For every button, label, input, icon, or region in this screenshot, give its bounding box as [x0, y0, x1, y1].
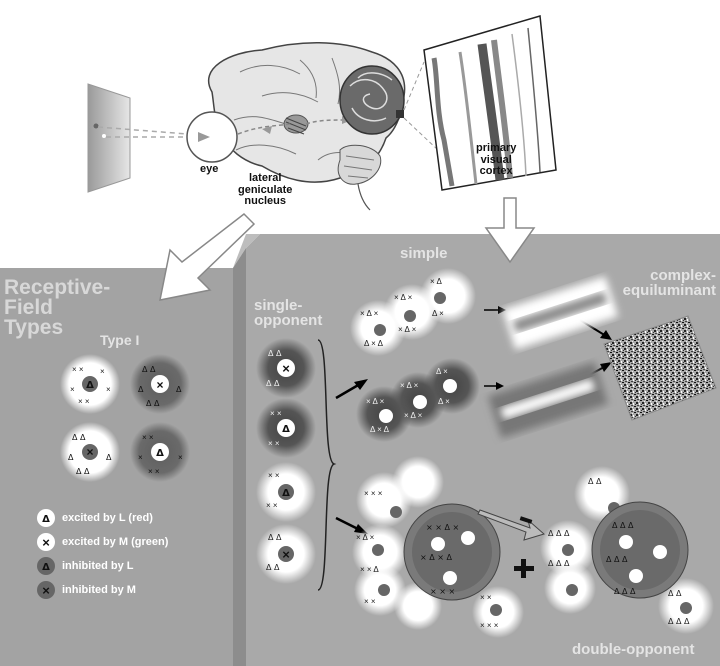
plus-sign	[514, 559, 534, 578]
legend-item-excited-l: excited by L (red)	[62, 512, 153, 524]
rf-title: Receptive- Field Types	[4, 276, 111, 339]
svg-text:× × Δ ×: × × Δ ×	[426, 523, 459, 532]
svg-text:Δ Δ: Δ Δ	[588, 477, 602, 486]
grating-bars	[487, 276, 619, 439]
svg-text:Δ Δ: Δ Δ	[72, 433, 86, 442]
cortex-zoom	[403, 15, 557, 191]
simple-cells-upper: × Δ × × Δ × × Δ Δ × Δ × Δ × Δ ×	[350, 268, 476, 356]
svg-text:Δ Δ: Δ Δ	[76, 467, 90, 476]
svg-text:Δ: Δ	[282, 424, 290, 435]
stimulus-screen	[87, 83, 201, 193]
svg-text:Δ: Δ	[86, 380, 94, 391]
svg-text:× Δ ×: × Δ ×	[360, 309, 379, 318]
legend-item-inhibited-m: inhibited by M	[62, 584, 136, 596]
svg-text:× Δ ×: × Δ ×	[404, 411, 423, 420]
svg-text:×: ×	[282, 361, 290, 376]
svg-text:Δ: Δ	[68, 453, 74, 462]
svg-text:× × ×: × × ×	[364, 489, 383, 498]
svg-text:Δ ×: Δ ×	[438, 397, 450, 406]
svg-text:× × ×: × × ×	[480, 621, 499, 630]
svg-text:× ×: × ×	[142, 433, 154, 442]
legend-item-inhibited-l: inhibited by L	[62, 560, 134, 572]
svg-text:Δ Δ Δ: Δ Δ Δ	[606, 555, 628, 564]
svg-text:× Δ ×: × Δ ×	[356, 533, 375, 542]
svg-text:×: ×	[282, 547, 290, 562]
svg-text:×: ×	[86, 445, 93, 459]
svg-text:Δ Δ: Δ Δ	[268, 533, 282, 542]
svg-text:Δ: Δ	[42, 562, 50, 573]
svg-text:× ×: × ×	[266, 501, 278, 510]
double-opponent-cells-right: Δ Δ Δ Δ Δ Δ Δ Δ Δ Δ Δ Δ Δ Δ Δ Δ Δ Δ Δ Δ …	[540, 466, 714, 634]
svg-text:× × Δ: × × Δ	[360, 565, 379, 574]
svg-text:×: ×	[178, 453, 183, 462]
svg-text:Δ: Δ	[42, 514, 50, 525]
v1-label: primary visual cortex	[476, 142, 517, 178]
svg-text:× Δ ×: × Δ ×	[400, 381, 419, 390]
svg-text:Δ Δ Δ: Δ Δ Δ	[614, 587, 636, 596]
complex-label: complex- equiluminant	[622, 267, 716, 299]
legend-item-excited-m: excited by M (green)	[62, 536, 169, 548]
lgn-label: lateral geniculate nucleus	[238, 172, 293, 208]
svg-text:×: ×	[156, 378, 163, 392]
svg-text:× ×: × ×	[480, 593, 492, 602]
svg-text:Δ ×: Δ ×	[436, 367, 448, 376]
eye-label: eye	[200, 163, 219, 175]
svg-text:Δ: Δ	[176, 385, 182, 394]
svg-text:Δ Δ: Δ Δ	[146, 399, 160, 408]
arrow-lgn-to-panel	[159, 213, 256, 301]
svg-text:Δ: Δ	[138, 385, 144, 394]
svg-text:× Δ ×: × Δ ×	[394, 293, 413, 302]
legend-symbols: Δ × Δ ×	[37, 509, 55, 599]
svg-text:Δ × Δ: Δ × Δ	[364, 339, 384, 348]
simple-label: simple	[400, 245, 448, 262]
svg-text:× Δ ×: × Δ ×	[366, 397, 385, 406]
svg-text:× Δ × Δ: × Δ × Δ	[420, 553, 453, 562]
svg-text:× ×: × ×	[270, 409, 282, 418]
svg-text:×: ×	[42, 535, 50, 550]
svg-text:× ×: × ×	[364, 597, 376, 606]
double-opponent-cells-left: × × × × Δ × × × Δ × × × × × × × × × Δ × …	[352, 456, 524, 638]
svg-text:Δ: Δ	[156, 448, 164, 459]
svg-text:× ×: × ×	[268, 471, 280, 480]
simple-cells-lower: × Δ × × Δ × Δ × Δ × Δ × Δ × Δ ×	[356, 358, 480, 442]
svg-text:Δ ×: Δ ×	[432, 309, 444, 318]
type1-label: Type I	[100, 332, 140, 348]
svg-text:Δ Δ: Δ Δ	[142, 365, 156, 374]
svg-text:Δ: Δ	[282, 488, 290, 499]
svg-text:×: ×	[138, 453, 143, 462]
svg-text:Δ Δ: Δ Δ	[668, 589, 682, 598]
svg-text:Δ Δ: Δ Δ	[266, 379, 280, 388]
svg-text:Δ Δ Δ: Δ Δ Δ	[612, 521, 634, 530]
single-opponent-label: single- opponent	[254, 297, 323, 329]
svg-text:Δ: Δ	[106, 453, 112, 462]
svg-text:×: ×	[42, 583, 50, 598]
single-opponent-cells: × Δ Δ Δ Δ Δ × × × × Δ × × × × × Δ Δ Δ Δ	[256, 338, 337, 591]
svg-text:× ×: × ×	[72, 365, 84, 374]
brain-illustration	[208, 41, 406, 211]
arrow-cortex-to-panel	[484, 197, 536, 264]
visual-cortex-region	[339, 65, 405, 135]
svg-text:×: ×	[70, 385, 75, 394]
svg-text:Δ Δ: Δ Δ	[268, 349, 282, 358]
double-opponent-label: double-opponent	[572, 641, 695, 658]
svg-text:Δ Δ Δ: Δ Δ Δ	[548, 559, 570, 568]
svg-text:× Δ ×: × Δ ×	[398, 325, 417, 334]
svg-text:Δ × Δ: Δ × Δ	[370, 425, 390, 434]
eye-illustration	[186, 111, 238, 163]
svg-text:Δ Δ Δ: Δ Δ Δ	[548, 529, 570, 538]
svg-text:Δ Δ Δ: Δ Δ Δ	[668, 617, 690, 626]
svg-text:× Δ: × Δ	[430, 277, 442, 286]
svg-text:× ×: × ×	[268, 439, 280, 448]
svg-text:×: ×	[100, 367, 105, 376]
svg-text:× ×: × ×	[148, 467, 160, 476]
svg-text:× ×: × ×	[78, 397, 90, 406]
minus-arrow	[477, 509, 546, 541]
svg-text:× × ×: × × ×	[430, 587, 455, 596]
equiluminant-noise-patch	[603, 315, 717, 421]
svg-text:Δ Δ: Δ Δ	[266, 563, 280, 572]
svg-text:×: ×	[106, 385, 111, 394]
receptive-field-panel-left	[0, 248, 246, 666]
